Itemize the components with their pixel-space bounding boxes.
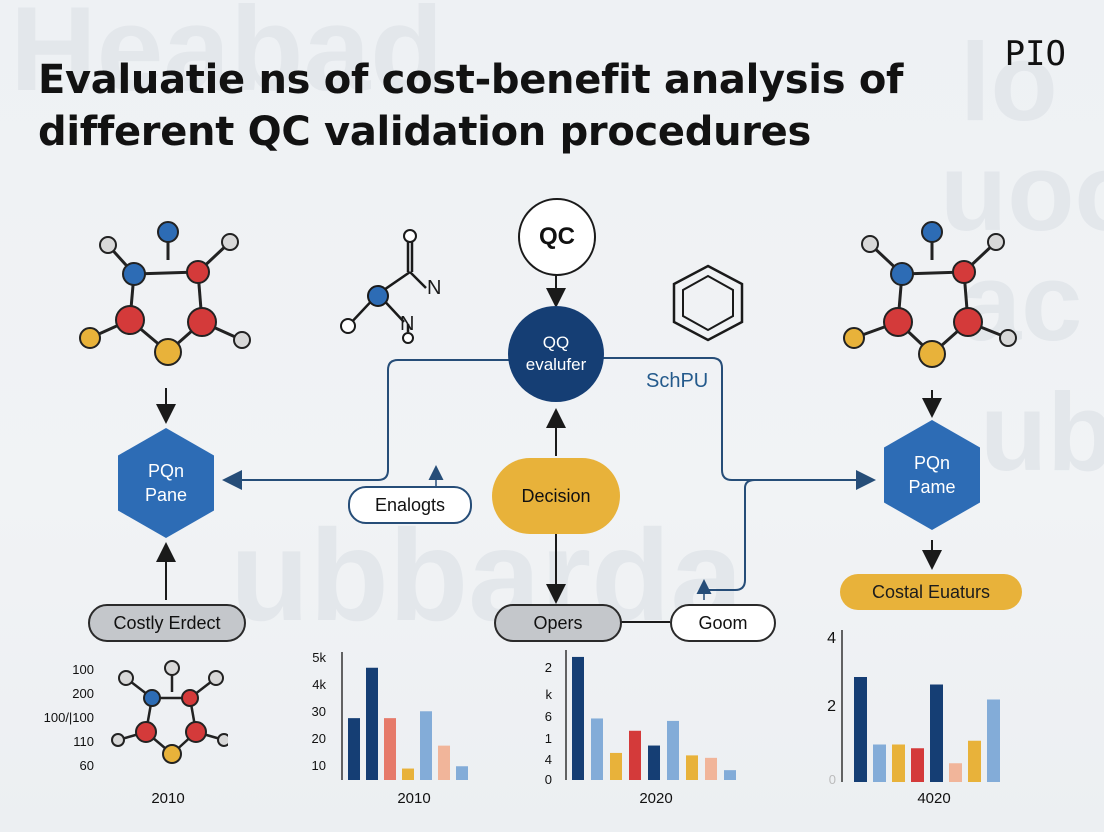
chart3-bar	[705, 757, 717, 780]
qc-node: QC	[518, 198, 596, 276]
chart2-bar	[420, 711, 432, 780]
page-title: Evaluatie ns of cost-benefit analysis of…	[38, 54, 958, 158]
chart2-plot	[341, 652, 468, 780]
right-hex-node: PQn Pame	[884, 420, 980, 530]
evaluator-label: QQ evalufer	[525, 333, 587, 374]
chart1-ytick: 200	[72, 686, 94, 701]
chart2-ytick: 20	[311, 731, 326, 746]
chart2-ytick: 4k	[312, 677, 326, 692]
evaluator-node: QQ evalufer	[508, 306, 604, 402]
chart1-ytick: 110	[73, 734, 94, 749]
goom-label: Goom	[698, 612, 748, 633]
chart4-ytick: 0	[828, 772, 836, 787]
chart2-bar	[402, 768, 414, 780]
chart3-bar	[572, 656, 584, 780]
svg-text:ub: ub	[980, 371, 1104, 494]
chart4-ytick: 4	[827, 630, 836, 647]
title-line-1: Evaluatie ns of cost-benefit analysis of	[38, 57, 904, 103]
chart3-ytick: 6	[544, 709, 552, 724]
goom-node: Goom	[670, 604, 776, 642]
skeletal-molecule-icon: N N	[340, 229, 441, 344]
chart1-xlabel: 2010	[151, 790, 185, 807]
chart2-bar	[366, 667, 378, 780]
chart1-molecule-icon	[111, 660, 228, 764]
chart3-bar	[648, 745, 660, 780]
brand-logo: PIO	[1004, 34, 1066, 74]
svg-text:Heabad: Heabad	[10, 0, 443, 116]
line-goom-return	[704, 479, 756, 591]
enalogts-node: Enalogts	[348, 486, 472, 524]
chart3-bar	[724, 770, 736, 780]
left-hex-label: PQn Pane	[144, 461, 188, 505]
chart4-bar	[930, 684, 943, 782]
molecule-icon-right	[843, 221, 1017, 368]
chart3-xlabel: 2020	[639, 790, 673, 807]
chart4-bar	[892, 744, 905, 782]
chart4-ytick: 2	[827, 698, 836, 715]
opers-node: Opers	[494, 604, 622, 642]
chart-panel-1: 100 200 100/|100 110 60	[38, 656, 228, 807]
chart1-ytick: 100/|100	[43, 710, 94, 725]
chart2-ytick: 5k	[312, 650, 326, 665]
chart4-bar	[949, 763, 962, 782]
chart-panel-4: 4 2 0 4020	[820, 626, 1020, 810]
chart3-ytick: 1	[544, 731, 552, 746]
chart3-bar	[591, 718, 603, 780]
chart2-bar	[438, 745, 450, 780]
decision-node: Decision	[492, 458, 620, 534]
schpu-label: SchPU	[646, 370, 709, 392]
chart3-ytick: 4	[544, 752, 552, 767]
chart4-bar	[873, 744, 886, 782]
costal-label: Costal Euaturs	[871, 581, 991, 602]
chart3-bar	[686, 755, 698, 780]
chart2-xlabel: 2010	[397, 790, 431, 807]
costly-node: Costly Erdect	[88, 604, 246, 642]
chart2-bar	[456, 766, 468, 780]
chart3-ytick: 2	[544, 660, 552, 675]
chart3-bar	[610, 752, 622, 780]
benzene-icon	[672, 264, 744, 342]
enalogts-label: Enalogts	[374, 494, 446, 515]
line-evaluator-to-left-hex	[222, 359, 510, 490]
chart2-ytick: 10	[311, 758, 326, 773]
chart1-ytick: 100	[72, 662, 94, 677]
chart2-bar	[348, 718, 360, 780]
svg-text:lo: lo	[960, 21, 1058, 144]
chart4-plot	[841, 630, 1000, 782]
costal-node: Costal Euaturs	[840, 574, 1022, 610]
svg-text:ubbarda: ubbarda	[230, 502, 745, 648]
chart3-bar	[629, 730, 641, 780]
chart1-ytick: 60	[79, 758, 94, 773]
svg-text:ac: ac	[960, 241, 1082, 364]
chart-panel-3: 2 k 6 1 4 0 2020	[530, 646, 780, 810]
title-line-2: different QC validation procedures	[38, 109, 812, 155]
chart4-xlabel: 4020	[917, 790, 951, 807]
chart-panel-2: 5k 4k 30 20 10 2010	[296, 646, 486, 810]
atom-label-n2: N	[400, 313, 414, 335]
svg-text:uoo: uoo	[940, 131, 1104, 254]
right-hex-label: PQn Pame	[908, 453, 956, 497]
molecule-icon-left	[79, 221, 251, 366]
qc-label: QC	[539, 223, 575, 250]
line-evaluator-to-right-hex	[600, 357, 876, 490]
chart3-bar	[667, 720, 679, 780]
chart4-bar	[968, 740, 981, 782]
chart3-ytick: 0	[544, 772, 552, 787]
chart4-bar	[911, 748, 924, 782]
opers-label: Opers	[533, 612, 583, 633]
chart4-bar	[987, 699, 1000, 782]
chart4-bar	[854, 677, 867, 782]
chart2-ytick: 30	[311, 704, 326, 719]
atom-label-n1: N	[427, 277, 441, 299]
chart3-plot	[565, 650, 736, 780]
chart3-ytick: k	[545, 687, 553, 702]
chart2-bar	[384, 718, 396, 780]
costly-label: Costly Erdect	[113, 612, 221, 633]
decision-label: Decision	[521, 485, 591, 506]
